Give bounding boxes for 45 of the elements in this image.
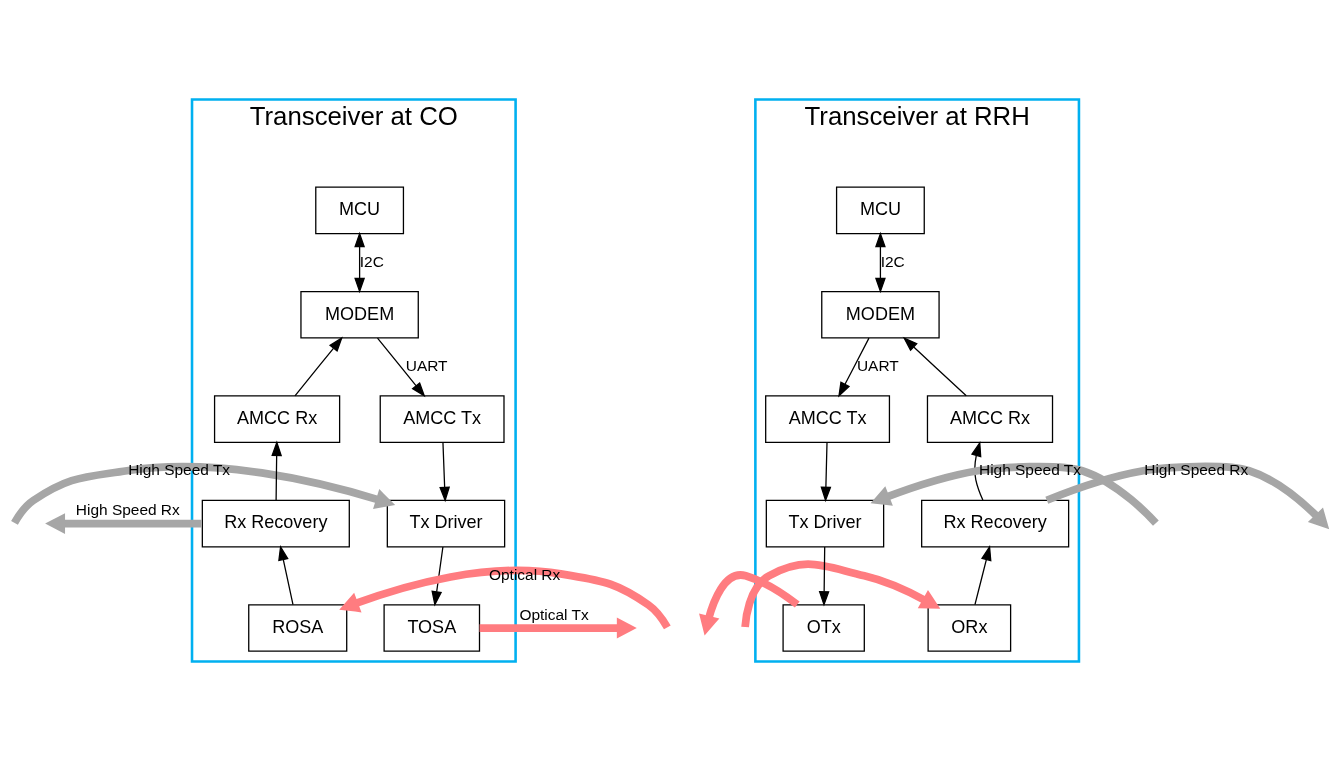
arrow: [1045, 462, 1330, 530]
edge-label: UART: [856, 356, 899, 374]
arrow: [875, 231, 886, 294]
edge-label: High Speed Rx: [1144, 461, 1249, 479]
node-box: AMCC Rx: [926, 395, 1054, 444]
edge-label: Optical Rx: [488, 565, 561, 583]
node-box: MCU: [835, 186, 925, 235]
node-box: AMCC Rx: [213, 395, 341, 444]
arrow: [818, 546, 830, 607]
edge-label: High Speed Tx: [978, 461, 1081, 479]
edge-label: Optical Tx: [519, 605, 589, 623]
node-box: MODEM: [821, 290, 940, 339]
arrow: [339, 566, 671, 630]
node-box: AMCC Tx: [379, 395, 505, 444]
node-box: ROSA: [248, 604, 348, 652]
node-box: Tx Driver: [386, 499, 506, 548]
edge-label: I2C: [880, 252, 905, 270]
node-box: AMCC Tx: [765, 395, 891, 444]
arrow: [820, 441, 832, 503]
node-box: OTx: [782, 604, 865, 652]
node-box: ORx: [927, 604, 1012, 652]
arrow: [699, 571, 800, 636]
arrow: [11, 462, 396, 525]
arrow: [902, 336, 967, 397]
node-box: TOSA: [383, 604, 481, 652]
arrow: [741, 560, 941, 628]
arrow: [838, 337, 870, 398]
edge-label: High Speed Rx: [75, 501, 180, 519]
arrow: [974, 545, 992, 606]
arrow: [45, 513, 202, 535]
arrow: [870, 462, 1159, 526]
edge-label: High Speed Tx: [128, 461, 231, 479]
node-box: Rx Recovery: [921, 499, 1070, 548]
arrow: [354, 231, 366, 294]
arrow: [271, 440, 283, 501]
arrow: [439, 441, 451, 503]
node-box: Tx Driver: [765, 499, 885, 548]
edge-label: I2C: [359, 252, 384, 270]
edge-label: UART: [405, 356, 448, 374]
node-box: MCU: [315, 186, 405, 235]
arrow: [294, 336, 343, 397]
node-box: MODEM: [300, 290, 419, 339]
node-box: Rx Recovery: [201, 499, 350, 548]
arrow: [376, 337, 426, 398]
arrow: [278, 545, 294, 606]
